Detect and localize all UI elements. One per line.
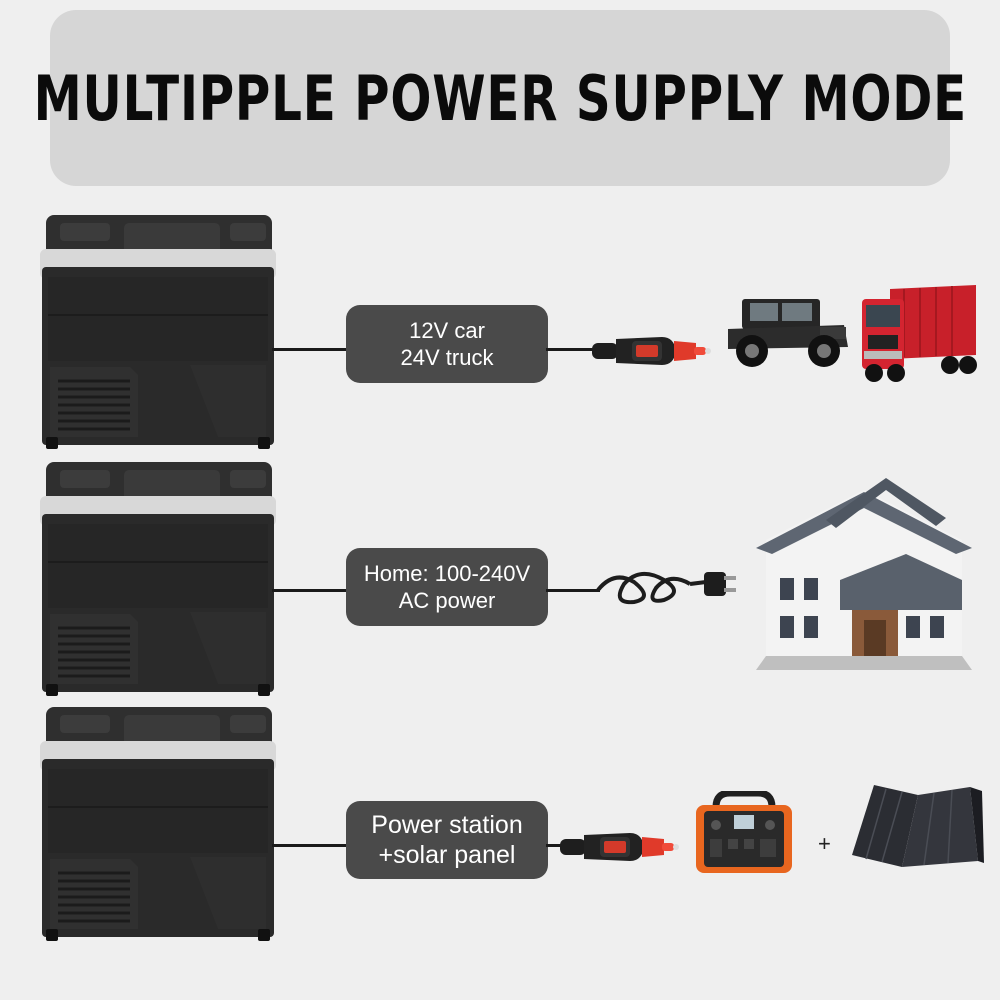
fridge-icon xyxy=(40,462,276,697)
power-station-icon xyxy=(696,791,792,873)
car-plug-icon xyxy=(560,827,680,867)
title-banner: MULTIPPLE POWER SUPPLY MODE xyxy=(33,10,966,186)
power-mode-station: Power station +solar panel + xyxy=(0,707,1000,942)
house-icon xyxy=(756,478,972,670)
cable xyxy=(546,348,596,351)
mode-label-home: Home: 100-240V AC power xyxy=(346,548,548,626)
mode-label-line1: 12V car xyxy=(409,318,485,343)
fridge-icon xyxy=(40,707,276,942)
solar-panel-icon xyxy=(852,785,984,867)
power-mode-home: Home: 100-240V AC power xyxy=(0,462,1000,697)
plus-sign: + xyxy=(818,831,831,856)
mode-label-line1: Home: 100-240V xyxy=(363,561,531,586)
jeep-icon xyxy=(728,299,848,367)
car-plug-icon xyxy=(592,331,712,371)
mode-label-line2: +solar panel xyxy=(378,841,516,869)
mode-label-car: 12V car 24V truck xyxy=(346,305,548,383)
mode-label-station: Power station +solar panel xyxy=(346,801,548,879)
ac-cord-icon xyxy=(596,572,736,605)
power-mode-car: 12V car 24V truck xyxy=(0,215,1000,450)
cable xyxy=(546,844,566,847)
mode-label-line2: AC power xyxy=(398,588,496,613)
fridge-icon xyxy=(40,215,276,450)
cable xyxy=(546,589,600,592)
cable xyxy=(272,589,348,592)
truck-icon xyxy=(862,285,977,382)
page-title: MULTIPPLE POWER SUPPLY MODE xyxy=(33,61,967,135)
mode-label-line2: 24V truck xyxy=(400,345,494,370)
mode-label-line1: Power station xyxy=(371,811,523,839)
cable xyxy=(272,348,348,351)
cable xyxy=(272,844,348,847)
